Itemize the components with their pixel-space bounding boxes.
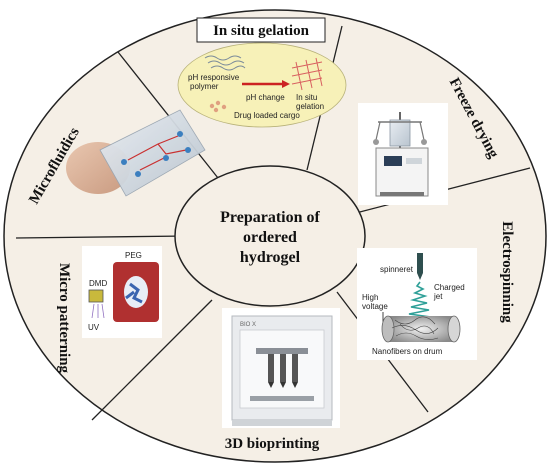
center-title-line2: ordered <box>243 229 297 246</box>
electrospinning-title: Electrospinning <box>499 221 515 323</box>
polymer-label-line1: pH responsive <box>188 73 240 82</box>
peg-label: PEG <box>125 251 142 260</box>
nanofibers-label: Nanofibers on drum <box>372 347 443 356</box>
uv-rays-icon <box>91 303 105 319</box>
microfluidic-chip-photo <box>66 109 206 197</box>
segment-micro-patterning: Micro patterning PEG DMD UV <box>56 246 162 374</box>
gel-network-icon <box>291 57 323 91</box>
bioprinting-title: 3D bioprinting <box>225 436 320 452</box>
gel-label-line2: gelation <box>296 102 324 111</box>
ph-change-label: pH change <box>246 93 285 102</box>
freeze-dryer-icon <box>373 112 429 197</box>
bioprinter-icon <box>231 315 333 426</box>
pattern-figure-icon <box>125 282 143 304</box>
uv-label: UV <box>88 323 100 332</box>
channel-ports-icon <box>121 131 191 177</box>
bioprinter-brand: BIO X <box>240 322 256 328</box>
drug-particles-icon <box>209 100 227 113</box>
spinneret-label: spinneret <box>380 265 414 274</box>
in-situ-title-box <box>196 17 326 43</box>
center-circle <box>174 165 366 307</box>
micro-patterning-title: Micro patterning <box>56 263 72 374</box>
collector-drum-icon <box>381 315 461 343</box>
segment-in-situ-gelation: In situ gelation pH responsive polymer p… <box>177 17 347 128</box>
high-voltage-label-line1: High <box>362 293 378 302</box>
gel-label-line1: In situ <box>296 93 317 102</box>
polymer-label-line2: polymer <box>190 82 219 91</box>
segment-electrospinning: Electrospinning spinneret Charged jet Hi… <box>357 221 515 360</box>
center-title-line3: hydrogel <box>240 249 301 266</box>
spinneret-tip <box>417 273 423 280</box>
in-situ-title: In situ gelation <box>213 23 310 39</box>
center-title-line1: Preparation of <box>220 209 320 226</box>
dmd-chip-icon <box>88 289 104 303</box>
microchannels-icon <box>127 135 187 171</box>
ph-arrow-head <box>282 80 290 88</box>
polymer-strands-icon <box>204 55 246 71</box>
drug-label: Drug loaded cargo <box>234 111 300 120</box>
charged-jet-cone-icon <box>408 281 432 318</box>
high-voltage-label-line2: voltage <box>362 302 388 311</box>
segment-3d-bioprinting: BIO X 3D bioprinting <box>222 308 340 452</box>
spinneret-icon <box>417 253 423 273</box>
charged-jet-label-line2: jet <box>433 292 443 301</box>
charged-jet-label-line1: Charged <box>434 283 465 292</box>
dmd-label: DMD <box>89 279 107 288</box>
